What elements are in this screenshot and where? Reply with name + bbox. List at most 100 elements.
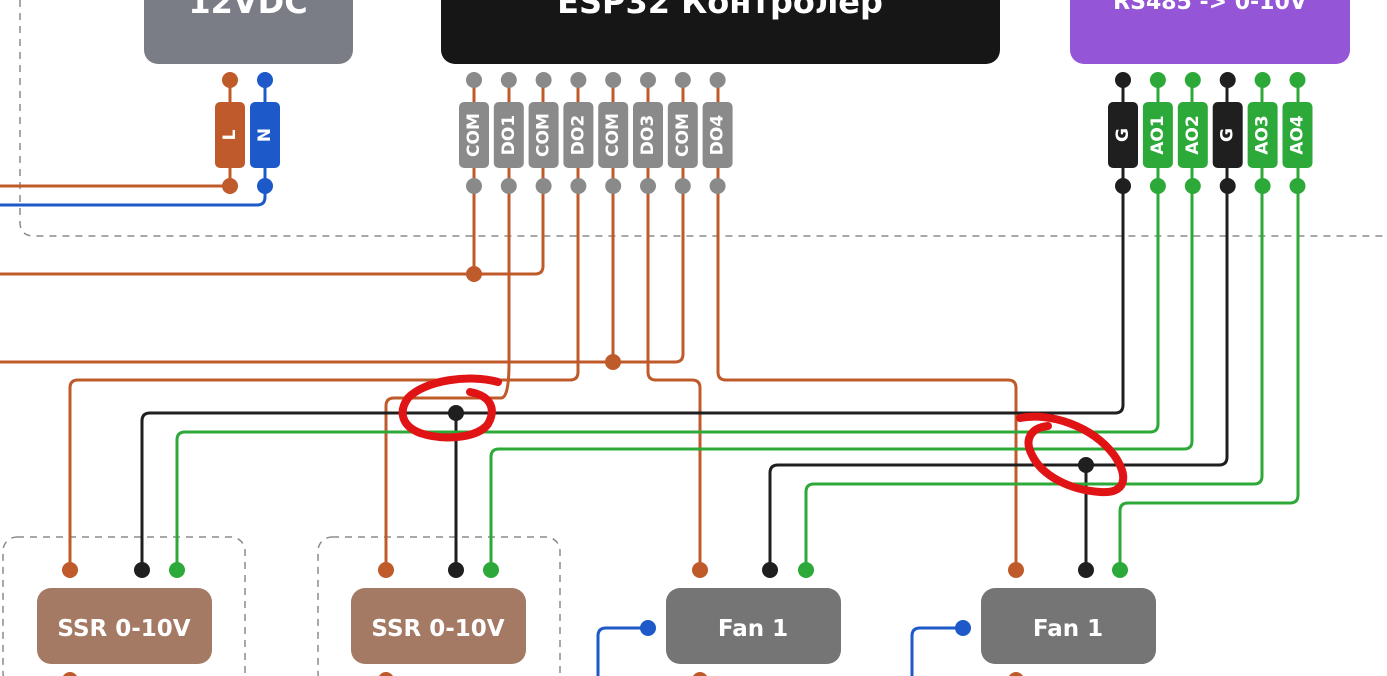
fan1-term-ao bbox=[798, 562, 814, 578]
fan1-term-bottom bbox=[693, 672, 707, 676]
controller-pin-top-2 bbox=[535, 72, 552, 88]
psu-pin-bottom-1 bbox=[257, 178, 273, 194]
ssr1-term-g bbox=[134, 562, 150, 578]
fan1-label: Fan 1 bbox=[718, 616, 788, 642]
controller-pin-chip-1 bbox=[493, 102, 524, 168]
controller-pin-chip-4 bbox=[598, 102, 629, 168]
fan2-block bbox=[981, 588, 1156, 664]
controller-pin-label-5: DO3 bbox=[638, 115, 658, 155]
converter-pin-chip-1 bbox=[1142, 102, 1173, 168]
wire-do3 bbox=[646, 80, 702, 570]
controller-pin-top-3 bbox=[570, 72, 587, 88]
converter-pin-bottom-0 bbox=[1115, 178, 1131, 194]
top-zone-outline bbox=[19, 0, 1387, 237]
ssr1-term-ao bbox=[169, 562, 185, 578]
converter-pin-top-1 bbox=[1149, 72, 1166, 88]
controller-block bbox=[441, 0, 1000, 64]
ssr2-term-bottom bbox=[379, 672, 393, 676]
psu-pin-top-0 bbox=[222, 72, 238, 88]
converter-pin-chip-4 bbox=[1247, 102, 1278, 168]
ssr2-term-g bbox=[448, 562, 464, 578]
controller-pin-label-7: DO4 bbox=[708, 115, 728, 156]
controller-pin-chip-0 bbox=[459, 102, 489, 168]
wire-psu-n bbox=[0, 80, 267, 207]
converter-pin-chip-5 bbox=[1282, 102, 1313, 168]
psu-block bbox=[144, 0, 353, 64]
controller-pin-label-6: COM bbox=[673, 113, 693, 157]
controller-pin-label-3: DO2 bbox=[568, 115, 588, 155]
converter-pin-label-3: G bbox=[1218, 128, 1238, 142]
controller-pin-bottom-6 bbox=[674, 178, 691, 194]
controller-pin-bottom-5 bbox=[640, 178, 656, 194]
converter-pin-label-4: AO3 bbox=[1253, 115, 1273, 154]
wire-ao2 bbox=[489, 80, 1194, 570]
controller-pin-bottom-1 bbox=[500, 178, 517, 194]
fan2-term-n bbox=[955, 620, 971, 636]
controller-pin-label-1: DO1 bbox=[499, 115, 519, 155]
wire-do1-ssr2 bbox=[384, 362, 511, 570]
controller-pin-chip-2 bbox=[528, 102, 559, 168]
wire-ao4 bbox=[1118, 80, 1300, 570]
annotation-circle-left bbox=[398, 374, 502, 442]
wire-g1 bbox=[140, 80, 1125, 570]
wire-com2 bbox=[0, 80, 545, 276]
converter-pin-chip-2 bbox=[1177, 102, 1208, 168]
controller-pin-top-5 bbox=[640, 72, 656, 88]
junction-com34 bbox=[605, 354, 621, 370]
psu-pin-label-0: L bbox=[220, 129, 240, 140]
psu-pin-chip-0 bbox=[215, 102, 245, 168]
controller-pin-bottom-3 bbox=[570, 178, 587, 194]
ssr2-term-l bbox=[378, 562, 394, 578]
controller-pin-chip-7 bbox=[702, 102, 733, 168]
fan2-term-l bbox=[1008, 562, 1024, 578]
fan2-label: Fan 1 bbox=[1033, 616, 1103, 642]
fan2-term-bottom bbox=[1009, 672, 1023, 676]
converter-pin-label-2: AO2 bbox=[1183, 115, 1203, 154]
ssr2-label: SSR 0-10V bbox=[371, 616, 504, 642]
converter-pin-bottom-3 bbox=[1219, 178, 1236, 194]
wire-do2 bbox=[68, 80, 580, 570]
fan1-term-g bbox=[762, 562, 778, 578]
converter-pin-top-5 bbox=[1289, 72, 1306, 88]
psu-pin-label-1: N bbox=[255, 128, 275, 142]
converter-pin-bottom-4 bbox=[1254, 178, 1271, 194]
converter-pin-top-4 bbox=[1254, 72, 1271, 88]
converter-pin-chip-0 bbox=[1108, 102, 1138, 168]
annotation-circle-right bbox=[1016, 412, 1128, 497]
fan2-term-ao bbox=[1112, 562, 1128, 578]
converter-block bbox=[1070, 0, 1350, 64]
wire-ao1 bbox=[175, 80, 1160, 570]
wire-ao3 bbox=[804, 80, 1264, 570]
wire-fan1-n bbox=[596, 626, 648, 676]
converter-pin-top-0 bbox=[1115, 72, 1131, 88]
psu-pin-top-1 bbox=[257, 72, 273, 88]
junction-g2 bbox=[1078, 457, 1094, 473]
ssr2-block bbox=[351, 588, 526, 664]
ssr1-term-l bbox=[62, 562, 78, 578]
junction-g1 bbox=[448, 405, 464, 421]
fan1-block bbox=[666, 588, 841, 664]
controller-pin-top-6 bbox=[674, 72, 691, 88]
controller-pin-top-7 bbox=[709, 72, 726, 88]
controller-pin-label-0: COM bbox=[464, 113, 484, 157]
controller-label: ESP32 Контролер bbox=[557, 0, 883, 21]
psu-pin-bottom-0 bbox=[222, 178, 238, 194]
psu-pin-chip-1 bbox=[250, 102, 280, 168]
controller-pin-chip-5 bbox=[633, 102, 663, 168]
controller-pin-label-4: COM bbox=[603, 113, 623, 157]
controller-pin-bottom-7 bbox=[709, 178, 726, 194]
fan2-term-g bbox=[1078, 562, 1094, 578]
fan1-term-n bbox=[640, 620, 656, 636]
converter-pin-top-2 bbox=[1184, 72, 1201, 88]
controller-pin-top-1 bbox=[500, 72, 517, 88]
controller-pin-top-0 bbox=[466, 72, 482, 88]
converter-pin-label-5: AO4 bbox=[1288, 115, 1308, 155]
converter-pin-bottom-1 bbox=[1149, 178, 1166, 194]
converter-pin-bottom-2 bbox=[1184, 178, 1201, 194]
controller-pin-chip-6 bbox=[667, 102, 698, 168]
controller-pin-bottom-4 bbox=[605, 178, 622, 194]
wire-do4 bbox=[716, 80, 1018, 570]
wire-fan2-n bbox=[910, 626, 963, 676]
